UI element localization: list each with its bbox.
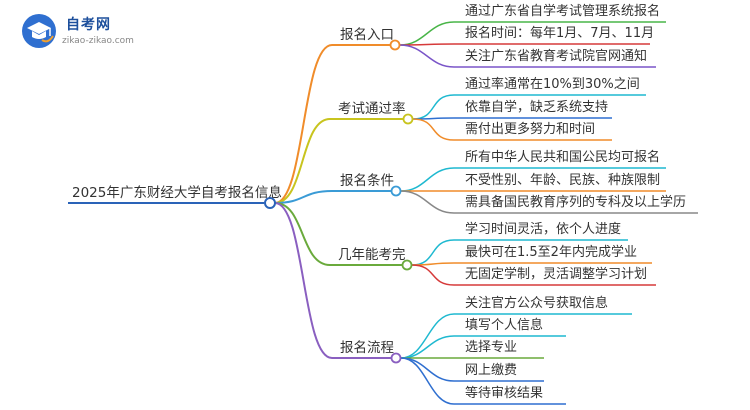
child-topic: 学习时间灵活，依个人进度: [465, 222, 622, 237]
child-connector: [400, 190, 455, 214]
child-connector: [411, 239, 455, 266]
logo-title: 自考网: [66, 17, 111, 33]
child-topic: 关注官方公众号获取信息: [465, 296, 609, 311]
branch-connector: [274, 190, 333, 204]
child-topic: 报名时间：每年1月、7月、11月: [465, 26, 655, 41]
graduation-cap-icon: [22, 14, 56, 48]
child-connector: [411, 264, 455, 286]
branch-topic: 报名入口: [340, 27, 394, 43]
child-topic: 填写个人信息: [465, 318, 544, 333]
child-topic: 最快可在1.5至2年内完成学业: [465, 245, 637, 260]
child-topic: 通过率通常在10%到30%之间: [465, 77, 640, 92]
branch-connector: [274, 202, 333, 359]
child-connector: [400, 357, 455, 405]
child-topic: 通过广东省自学考试管理系统报名: [465, 4, 661, 19]
child-connector: [412, 94, 455, 120]
branch-topic: 报名流程: [340, 340, 394, 356]
root-topic: 2025年广东财经大学自考报名信息: [72, 185, 282, 201]
child-topic: 网上缴费: [465, 363, 518, 378]
child-topic: 依靠自学，缺乏系统支持: [465, 100, 609, 115]
branch-topic: 几年能考完: [338, 247, 406, 263]
child-connector: [400, 313, 455, 359]
branch-connector: [274, 202, 331, 266]
logo-subtitle: zikao-zikao.com: [62, 36, 134, 46]
branch-node: [402, 113, 414, 125]
child-topic: 不受性别、年龄、民族、种族限制: [465, 173, 661, 188]
branch-topic: 报名条件: [340, 173, 394, 189]
branch-node: [390, 352, 402, 364]
child-topic: 选择专业: [465, 340, 518, 355]
branch-connector: [274, 44, 333, 204]
child-topic: 关注广东省教育考试院官网通知: [465, 49, 648, 64]
child-topic: 需付出更多努力和时间: [465, 122, 596, 137]
branch-node: [389, 39, 401, 51]
child-topic: 等待审核结果: [465, 386, 544, 401]
child-connector: [400, 357, 455, 382]
branch-topic: 考试通过率: [338, 101, 406, 117]
child-connector: [399, 21, 455, 46]
branch-connector: [274, 118, 331, 204]
child-connector: [412, 118, 455, 141]
child-topic: 需具备国民教育序列的专科及以上学历: [465, 195, 687, 210]
child-connector: [399, 44, 455, 68]
child-connector: [400, 167, 455, 192]
root-node: [264, 197, 276, 209]
child-topic: 所有中华人民共和国公民均可报名: [465, 150, 661, 165]
branch-node: [401, 259, 413, 271]
branch-node: [390, 185, 402, 197]
site-logo[interactable]: 自考网 zikao-zikao.com: [22, 10, 152, 52]
child-topic: 无固定学制，灵活调整学习计划: [465, 267, 648, 282]
child-connector: [400, 335, 455, 359]
